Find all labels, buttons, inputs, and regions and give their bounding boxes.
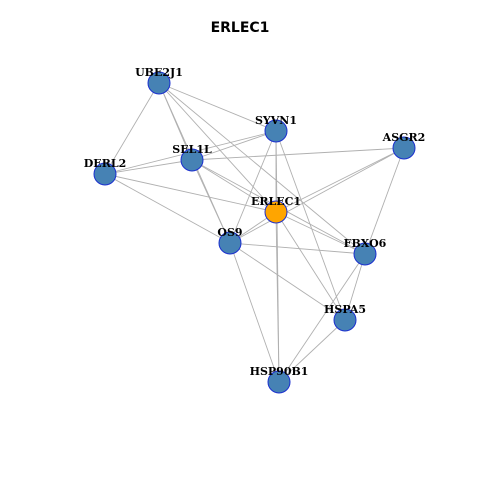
edge-sel1l-syvn1 [191,130,277,161]
edge-erlec1-hsp90b1 [275,211,280,383]
node-ube2j1: UBE2J1 [135,66,183,95]
edge-syvn1-hspa5 [275,130,346,321]
node-syvn1: SYVN1 [255,114,297,143]
node-label-syvn1: SYVN1 [255,114,297,127]
edge-layer [104,82,405,383]
node-label-asgr2: ASGR2 [382,131,426,144]
edge-syvn1-os9 [229,130,277,244]
edge-sel1l-asgr2 [191,147,405,161]
node-circle-hsp90b1 [267,370,291,394]
node-label-derl2: DERL2 [84,157,126,170]
edge-ube2j1-derl2 [104,82,160,175]
node-circle-sel1l [180,148,204,172]
edge-asgr2-erlec1 [275,147,405,213]
graph-title: ERLEC1 [210,20,270,36]
edge-ube2j1-syvn1 [158,82,277,132]
node-label-hspa5: HSPA5 [324,303,366,316]
node-circle-derl2 [93,162,117,186]
node-os9: OS9 [217,226,243,255]
edge-os9-hspa5 [229,242,346,321]
edge-ube2j1-fbxo6 [158,82,366,255]
edge-sel1l-erlec1 [191,159,277,213]
edge-sel1l-os9 [191,159,231,244]
node-fbxo6: FBXO6 [344,237,387,266]
node-hsp90b1: HSP90B1 [250,365,309,394]
node-circle-fbxo6 [353,242,377,266]
node-label-erlec1: ERLEC1 [251,195,301,208]
node-label-hsp90b1: HSP90B1 [250,365,309,378]
node-label-ube2j1: UBE2J1 [135,66,183,79]
node-label-sel1l: SEL1L [172,143,212,156]
edge-os9-hsp90b1 [229,242,280,383]
edge-asgr2-fbxo6 [364,147,405,255]
edge-fbxo6-hsp90b1 [278,253,366,383]
edge-derl2-erlec1 [104,173,277,213]
edge-erlec1-fbxo6 [275,211,366,255]
edge-asgr2-os9 [229,147,405,244]
node-label-fbxo6: FBXO6 [344,237,387,250]
node-derl2: DERL2 [84,157,126,186]
node-label-os9: OS9 [217,226,242,239]
edge-derl2-sel1l [104,159,193,175]
node-circle-ube2j1 [147,71,171,95]
edge-derl2-os9 [104,173,231,244]
node-circle-syvn1 [264,119,288,143]
node-erlec1: ERLEC1 [251,195,301,224]
edge-erlec1-hspa5 [275,211,346,321]
edge-os9-fbxo6 [229,242,366,255]
node-circle-hspa5 [333,308,357,332]
node-circle-asgr2 [392,136,416,160]
node-circle-erlec1 [264,200,288,224]
node-asgr2: ASGR2 [382,131,426,160]
node-hspa5: HSPA5 [324,303,366,332]
edge-ube2j1-erlec1 [158,82,277,213]
node-sel1l: SEL1L [172,143,212,172]
edge-hspa5-hsp90b1 [278,319,346,383]
node-circle-os9 [218,231,242,255]
